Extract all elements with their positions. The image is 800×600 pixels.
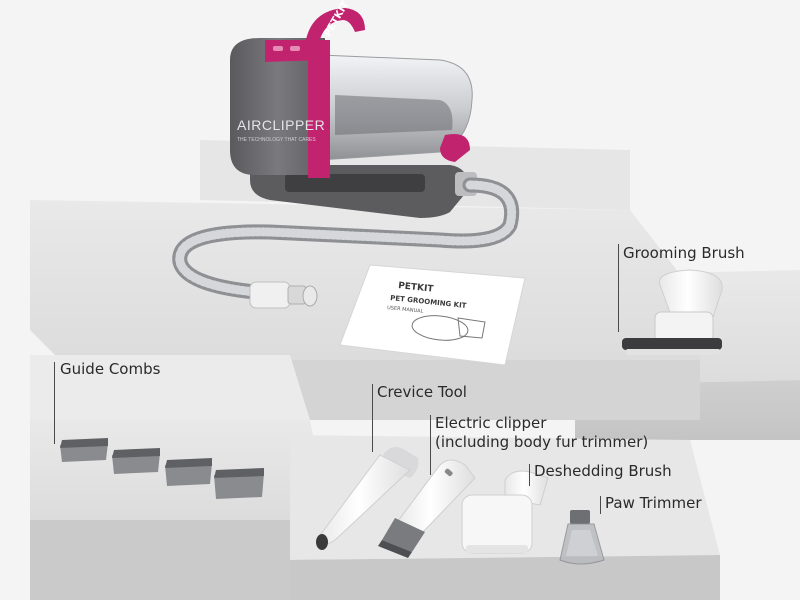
label-crevice-tool: Crevice Tool	[377, 383, 467, 401]
label-guide-combs: Guide Combs	[60, 360, 161, 378]
label-electric-clipper-line1: Electric clipper	[435, 414, 547, 432]
guide-combs	[60, 438, 264, 499]
vacuum-hose	[172, 177, 519, 309]
guide-comb	[60, 438, 108, 462]
deshedding-brush	[461, 470, 549, 554]
crevice-tool	[316, 446, 419, 550]
paw-trimmer	[559, 510, 605, 565]
leader-line-paw-trimmer	[600, 496, 601, 514]
airclipper-unit: PETKIT AIRCLIPPER THE TECHNOLOGY THAT CA…	[230, 0, 477, 218]
label-deshedding-brush: Deshedding Brush	[534, 462, 672, 480]
airclipper-brand-text: AIRCLIPPER	[237, 117, 325, 133]
label-electric-clipper-line2: (including body fur trimmer)	[435, 433, 649, 451]
grooming-brush	[622, 269, 723, 355]
guide-comb	[214, 468, 264, 499]
label-paw-trimmer: Paw Trimmer	[605, 494, 702, 512]
leader-line-guide-combs	[54, 362, 55, 444]
airclipper-tagline-text: THE TECHNOLOGY THAT CARES	[237, 137, 316, 143]
guide-comb	[165, 458, 212, 486]
label-grooming-brush: Grooming Brush	[623, 244, 745, 262]
electric-clipper	[378, 459, 476, 558]
manual-brand: PETKIT	[398, 281, 435, 295]
leader-line-electric-clipper	[430, 415, 431, 475]
user-manual: PETKIT PET GROOMING KIT USER MANUAL	[339, 264, 526, 366]
leader-line-deshedding-brush	[529, 464, 530, 486]
leader-line-grooming-brush	[618, 244, 619, 332]
guide-comb	[112, 448, 160, 474]
manual-subtitle: USER MANUAL	[387, 305, 424, 315]
leader-line-crevice-tool	[372, 384, 373, 452]
